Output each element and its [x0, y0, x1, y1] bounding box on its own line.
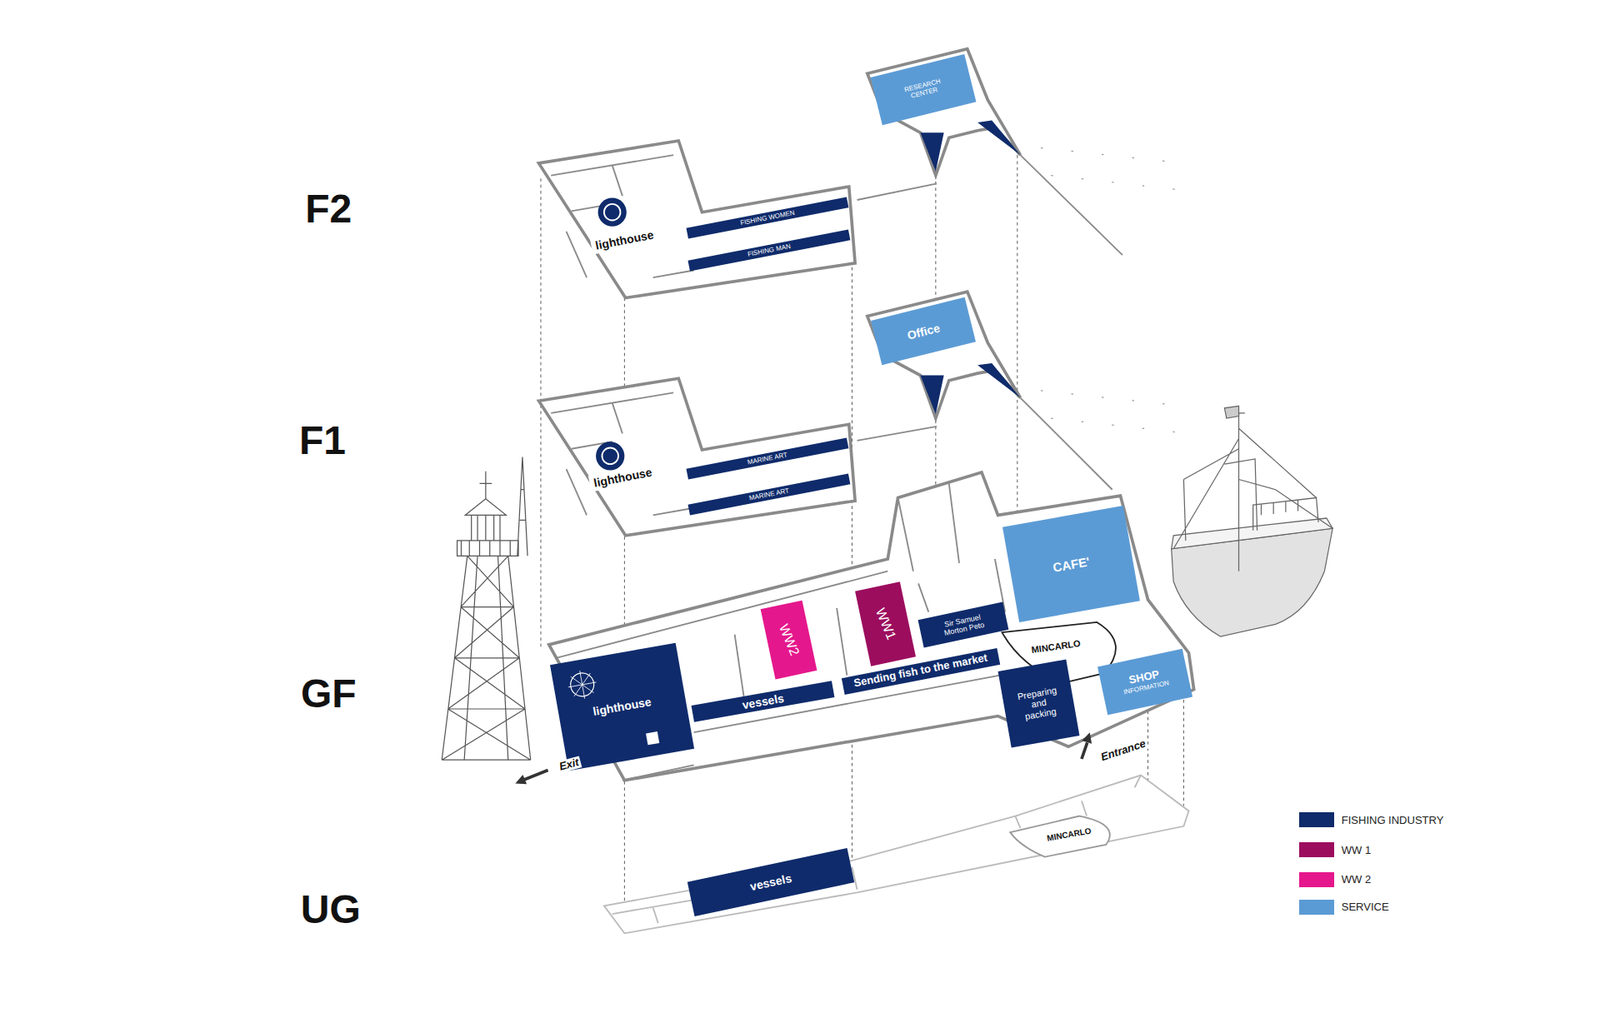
f1-office-block: [867, 291, 1021, 419]
floor-label: GF: [299, 671, 359, 716]
legend-text: FISHING INDUSTRY: [1341, 814, 1445, 827]
exhibit-room: Preparing and packing: [997, 660, 1080, 749]
service-room: CAFE': [1002, 505, 1140, 623]
legend-text: WW 2: [1341, 873, 1371, 886]
exhibit-room: vessels: [686, 848, 854, 916]
room-label: lighthouse: [587, 462, 657, 492]
f2-navy-strips: [920, 120, 1020, 171]
lighthouse-tower: [441, 457, 531, 761]
exhibit-room: lighthouse: [550, 643, 695, 771]
entrance-arrow: [1081, 742, 1088, 760]
legend-entry: WW 1: [1299, 842, 1371, 858]
ug-boat: [1010, 816, 1110, 858]
room-text: lighthouse: [592, 465, 654, 490]
service-room: Office: [870, 297, 976, 366]
floor-label: F2: [303, 187, 354, 232]
f2-dash-marks: [1040, 148, 1190, 191]
ship-rigging: [1173, 413, 1333, 572]
room-text: MARINE ART: [746, 451, 789, 467]
lighthouse-symbol: [595, 441, 625, 470]
room-text: vessels: [748, 871, 793, 894]
room-text: WW1: [872, 606, 900, 643]
ug-walls: [612, 775, 1141, 925]
f1-navy-strips: [920, 363, 1020, 415]
display-case: [645, 731, 660, 745]
legend-swatch: [1299, 842, 1335, 858]
f2-walls: [550, 155, 694, 278]
legend-entry: WW 2: [1299, 872, 1371, 888]
f1-dash-marks: [1040, 390, 1190, 434]
boat-label: MINCARLO: [1022, 635, 1090, 659]
ug-plan: [604, 775, 1190, 935]
exit-arrow: [523, 770, 548, 780]
exit-arrowhead: [515, 775, 527, 785]
room-text: RESEARCH CENTER: [897, 76, 950, 104]
exhibit-room: WW2: [760, 600, 817, 680]
ship-illustration: [1171, 405, 1333, 637]
entrance-arrowhead: [1081, 732, 1092, 745]
legend-swatch: [1299, 872, 1335, 888]
room-text: Office: [905, 320, 941, 342]
f2-research-block: [867, 49, 1021, 176]
legend-entry: FISHING INDUSTRY: [1299, 812, 1445, 828]
room-text: MINCARLO: [1030, 638, 1081, 656]
room-text: Sir Samuel Morton Peto: [933, 610, 995, 640]
exhibit-room: WW1: [855, 582, 916, 667]
exhibit-band: MARINE ART: [688, 474, 851, 517]
floor-label: UG: [299, 888, 363, 933]
ship-deck: [1171, 518, 1333, 550]
lighthouse-symbol: [598, 198, 627, 227]
compass-symbol: [563, 665, 602, 705]
f1-outline: [539, 378, 856, 536]
legend-swatch: [1299, 812, 1335, 828]
room-text: vessels: [741, 691, 786, 713]
legend-text: SERVICE: [1341, 900, 1390, 914]
room-text: CAFE': [1051, 554, 1091, 575]
room-text: Preparing and packing: [1013, 684, 1065, 724]
boat-label: MINCARLO: [1036, 822, 1102, 847]
exhibit-room: Sir Samuel Morton Peto: [917, 602, 1009, 649]
room-text: MARINE ART: [748, 487, 790, 503]
service-room: RESEARCH CENTER: [870, 54, 977, 125]
legend-text: WW 1: [1341, 844, 1371, 857]
ship-flag: [1224, 405, 1239, 419]
f1-links: [857, 398, 1113, 490]
legend-entry: SERVICE: [1299, 900, 1390, 915]
ug-outline: [604, 775, 1190, 935]
f1-plan: [539, 291, 1190, 536]
room-text: MINCARLO: [1046, 825, 1093, 844]
room-text: FISHING WOMEN: [739, 209, 795, 228]
room-text: WW2: [775, 621, 803, 658]
legend-swatch: [1299, 900, 1335, 915]
direction-label: Exit: [556, 756, 583, 775]
compass-lines: [565, 668, 599, 701]
f2-outline: [539, 140, 856, 299]
lighthouse-symbol-ring: [604, 204, 621, 221]
room-text: FISHING MAN: [747, 243, 792, 260]
room-text: lighthouse: [592, 695, 654, 719]
direction-label: Entrance: [1098, 737, 1150, 765]
room-label: lighthouse: [590, 225, 660, 255]
exhibit-band: vessels: [691, 681, 835, 724]
lighthouse-symbol-ring: [601, 448, 619, 465]
f2-plan: [539, 49, 1190, 299]
exhibit-band: Sending fish to the market: [840, 648, 1000, 695]
service-room: SHOPINFORMATION: [1097, 648, 1193, 715]
exhibit-band: FISHING WOMEN: [685, 197, 849, 240]
f1-walls: [550, 392, 694, 515]
exhibit-band: FISHING MAN: [688, 230, 851, 273]
exhibit-band: MARINE ART: [685, 438, 849, 481]
floor-label: F1: [297, 419, 348, 464]
f2-links: [857, 155, 1123, 255]
room-text: lighthouse: [594, 227, 655, 252]
